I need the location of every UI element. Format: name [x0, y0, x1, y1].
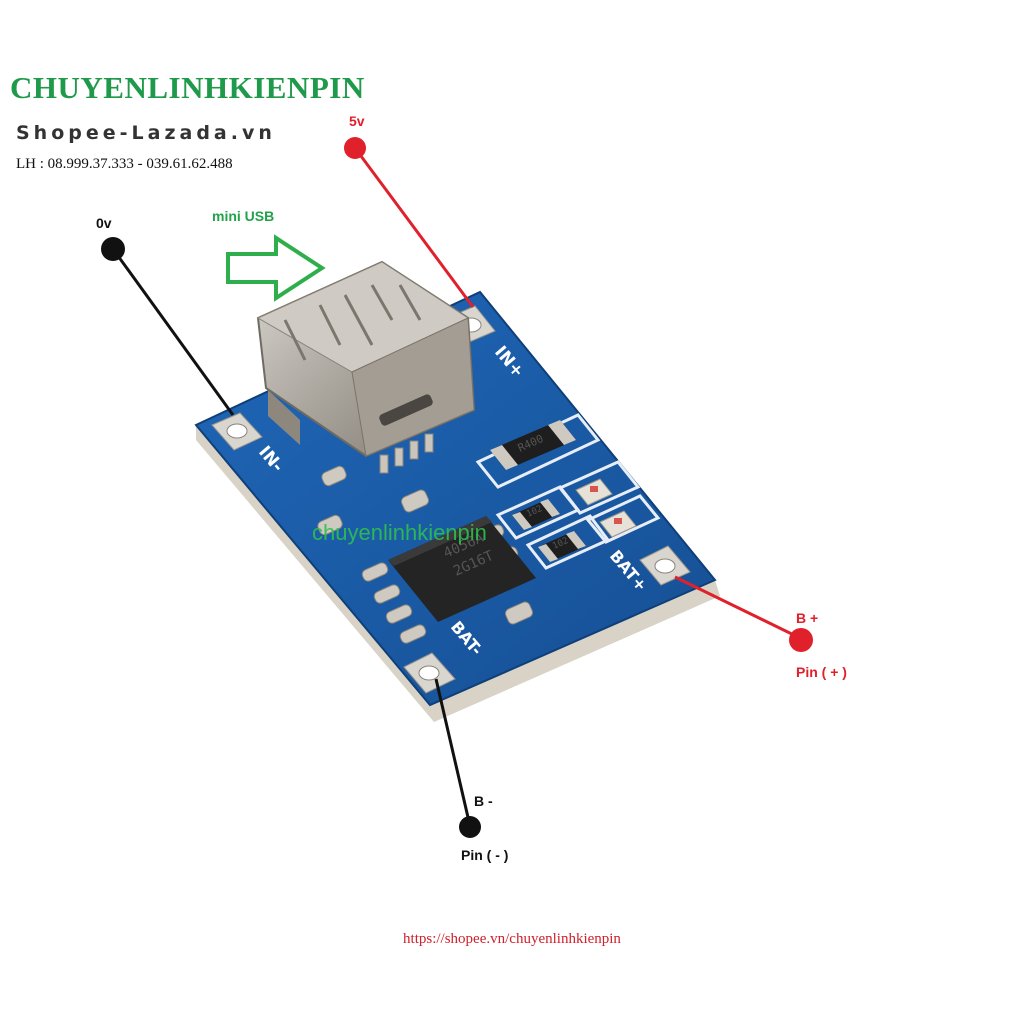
terminal-dot-bplus: [789, 628, 813, 652]
label-pin-minus: Pin ( - ): [461, 847, 509, 863]
shop-url: https://shopee.vn/chuyenlinhkienpin: [403, 931, 621, 947]
wire-bat-plus: [674, 575, 801, 640]
pad-bat-minus: [403, 652, 456, 694]
brand-shops: Shopee-Lazada.vn: [16, 122, 276, 144]
label-0v: 0v: [96, 215, 112, 231]
capacitor-pads: [317, 465, 534, 625]
terminal-dot-5v: [344, 137, 366, 159]
resistor-a: 102: [512, 499, 560, 530]
label-b-plus: B +: [796, 610, 819, 626]
brand-title: CHUYENLINHKIENPIN: [10, 70, 365, 105]
wire-in-minus: [111, 248, 235, 416]
pad-in-minus: [211, 412, 263, 451]
terminal-dot-bminus: [459, 816, 481, 838]
usb-arrow-icon: [226, 234, 326, 302]
led-green: [599, 510, 637, 538]
charger-ic: 4056A 2G16T: [361, 516, 536, 644]
label-mini-usb: mini USB: [212, 208, 275, 224]
label-5v: 5v: [349, 113, 365, 129]
terminal-dot-0v: [101, 237, 125, 261]
brand-phone: LH : 08.999.37.333 - 039.61.62.488: [16, 156, 233, 172]
wire-in-plus: [353, 147, 475, 308]
label-pin-plus: Pin ( + ): [796, 664, 847, 680]
pad-bat-plus: [639, 545, 691, 586]
label-b-minus: B -: [474, 793, 493, 809]
led-red: [575, 478, 613, 506]
resistor-main: R400: [490, 420, 576, 470]
resistor-b: 102: [538, 531, 586, 562]
watermark: chuyenlinhkienpin: [312, 520, 487, 545]
mini-usb-connector: [256, 260, 476, 474]
wire-bat-minus: [434, 678, 472, 827]
pcb-edge: [196, 425, 720, 722]
